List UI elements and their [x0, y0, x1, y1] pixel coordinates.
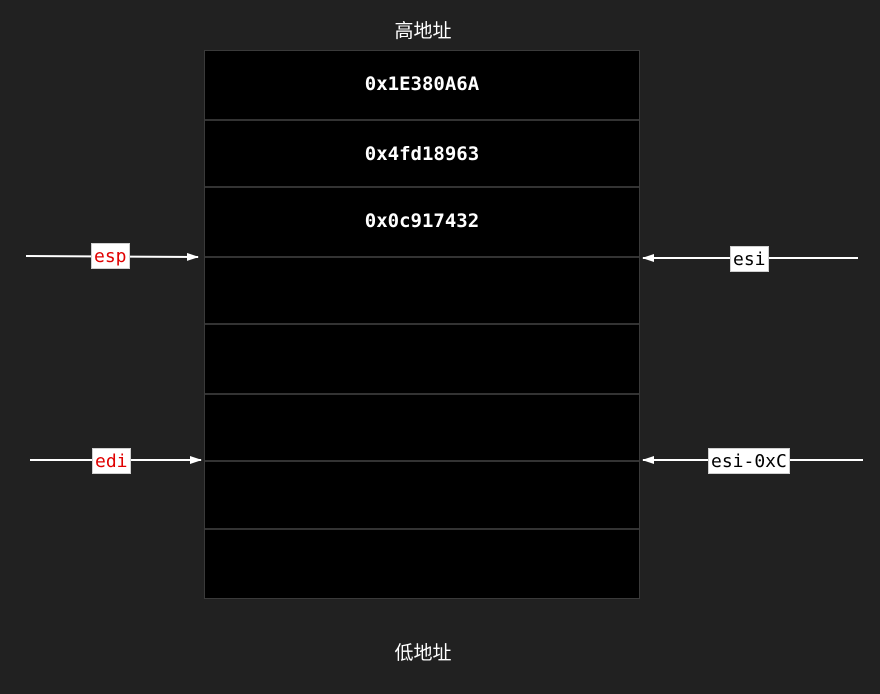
stack-memory-block: 0x1E380A6A 0x4fd18963 0x0c917432 [204, 50, 640, 599]
stack-divider [205, 323, 639, 325]
stack-divider [205, 460, 639, 462]
high-address-label: 高地址 [394, 20, 452, 42]
stack-cell-value: 0x0c917432 [364, 210, 480, 232]
stack-divider [205, 393, 639, 395]
stack-divider [205, 528, 639, 530]
stack-divider [205, 256, 639, 258]
stack-divider [205, 186, 639, 188]
edi-label: edi [92, 448, 131, 474]
low-address-label: 低地址 [394, 642, 452, 664]
esi-label: esi [730, 246, 769, 272]
stack-divider [205, 119, 639, 121]
esp-label: esp [91, 243, 130, 269]
stack-cell-value: 0x1E380A6A [364, 73, 480, 95]
esi-minus-offset-label: esi-0xC [708, 448, 790, 474]
stack-cell-value: 0x4fd18963 [364, 143, 480, 165]
